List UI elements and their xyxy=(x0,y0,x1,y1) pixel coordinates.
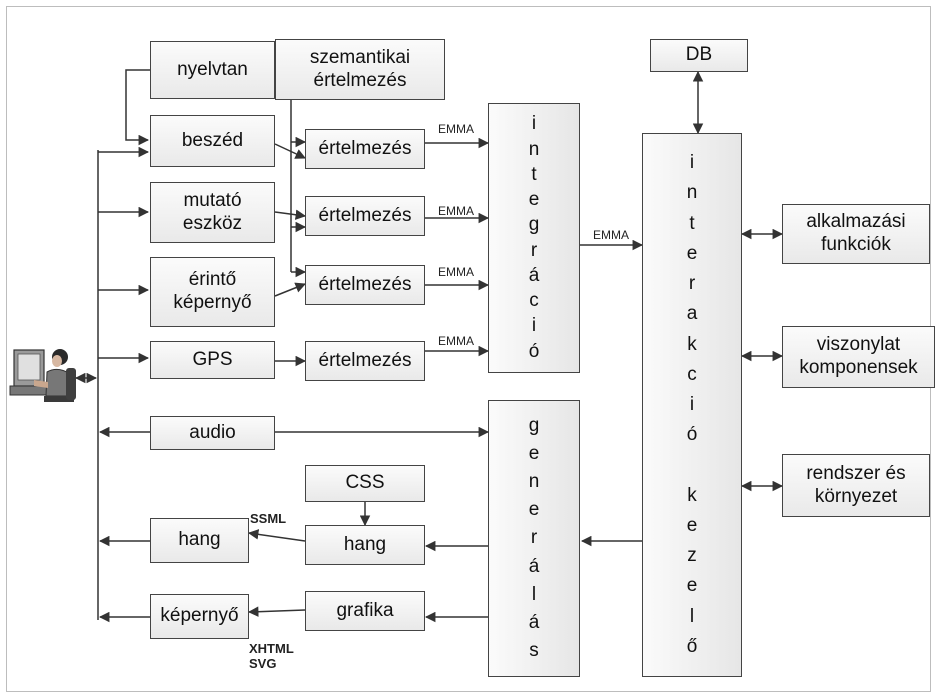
emma-label-3: EMMA xyxy=(438,265,474,279)
rendszer-box: rendszer és környezet xyxy=(782,454,930,517)
beszed-box: beszéd xyxy=(150,115,275,167)
hang-gen-to-hang-out-arrow xyxy=(247,529,306,542)
generalas-letter: á xyxy=(528,555,540,577)
generalas-letter: n xyxy=(528,471,540,493)
generalas-letters: g e n e r á l á s xyxy=(489,401,579,676)
generalas-letter: á xyxy=(528,611,540,633)
erinto-box: érintő képernyő xyxy=(150,257,275,327)
integracio-letter: i xyxy=(531,315,537,337)
ertelmezes-box-2: értelmezés xyxy=(305,196,425,236)
beszed-to-interp1-arrow xyxy=(274,143,306,159)
xhtml-svg-label: XHTML SVG xyxy=(249,641,294,671)
interakcio-letter: r xyxy=(688,273,696,295)
szemantikai-box: szemantikai értelmezés xyxy=(275,39,445,100)
viszonylat-box: viszonylat komponensek xyxy=(782,326,935,388)
gps-box: GPS xyxy=(150,341,275,379)
interakcio-letter: e xyxy=(686,242,698,264)
alkalmazasi-box: alkalmazási funkciók xyxy=(782,204,930,264)
integracio-letter: c xyxy=(529,290,539,312)
interakcio-letter: n xyxy=(686,182,698,204)
ertelmezes-box-3: értelmezés xyxy=(305,265,425,305)
generalas-box: g e n e r á l á s xyxy=(488,400,580,677)
generalas-letter: g xyxy=(528,415,540,437)
interakcio-letter: e xyxy=(686,575,698,597)
integracio-letter: i xyxy=(531,113,537,135)
grafika-to-kepernyo-arrow xyxy=(247,606,306,617)
generalas-letter: l xyxy=(531,583,537,605)
hang-generator-box: hang xyxy=(305,525,425,565)
integracio-letter: n xyxy=(528,138,540,160)
integracio-letter: t xyxy=(531,163,537,185)
hang-output-box: hang xyxy=(150,518,249,563)
interakcio-letter: k xyxy=(687,333,697,355)
grafika-box: grafika xyxy=(305,591,425,631)
interakcio-letter: a xyxy=(686,303,698,325)
integracio-letter: e xyxy=(528,189,540,211)
emma-label-5: EMMA xyxy=(593,228,629,242)
interakcio-letter: t xyxy=(689,212,695,234)
mutato-to-interp2-arrow xyxy=(274,209,307,220)
db-box: DB xyxy=(650,39,748,72)
integracio-letter: á xyxy=(528,264,540,286)
interakcio-letter: k xyxy=(687,484,697,506)
nyelvtan-to-beszed-arrow xyxy=(125,69,150,146)
generalas-letter: s xyxy=(529,639,539,661)
css-box: CSS xyxy=(305,465,425,502)
emma-label-4: EMMA xyxy=(438,334,474,348)
integracio-box: i n t e g r á c i ó xyxy=(488,103,580,373)
generalas-letter: r xyxy=(530,527,538,549)
emma-label-1: EMMA xyxy=(438,122,474,136)
ertelmezes-box-1: értelmezés xyxy=(305,129,425,169)
audio-box: audio xyxy=(150,416,275,450)
erinto-to-interp3-arrow xyxy=(274,282,306,297)
interakcio-letter: ő xyxy=(686,635,698,657)
integracio-letters: i n t e g r á c i ó xyxy=(489,104,579,372)
interakcio-letter: z xyxy=(687,545,697,567)
kepernyo-box: képernyő xyxy=(150,594,249,639)
generalas-letter: e xyxy=(528,443,540,465)
interakcio-letter: ó xyxy=(686,424,698,446)
integracio-letter: g xyxy=(528,214,540,236)
interakcio-kezelo-box: i n t e r a k c i ó k e z e l ő xyxy=(642,133,742,677)
ertelmezes-box-4: értelmezés xyxy=(305,341,425,381)
interakcio-letter: i xyxy=(689,152,695,174)
user-at-computer-icon xyxy=(9,349,76,402)
interakcio-letter: e xyxy=(686,514,698,536)
interakcio-letter: c xyxy=(687,363,697,385)
integracio-letter: ó xyxy=(528,340,540,362)
mutato-box: mutató eszköz xyxy=(150,182,275,243)
integracio-letter: r xyxy=(530,239,538,261)
interakcio-letters: i n t e r a k c i ó k e z e l ő xyxy=(643,134,741,676)
emma-label-2: EMMA xyxy=(438,204,474,218)
interakcio-letter: i xyxy=(689,393,695,415)
generalas-letter: e xyxy=(528,499,540,521)
nyelvtan-box: nyelvtan xyxy=(150,41,275,99)
ssml-label: SSML xyxy=(250,511,287,526)
interakcio-letter: l xyxy=(689,605,695,627)
